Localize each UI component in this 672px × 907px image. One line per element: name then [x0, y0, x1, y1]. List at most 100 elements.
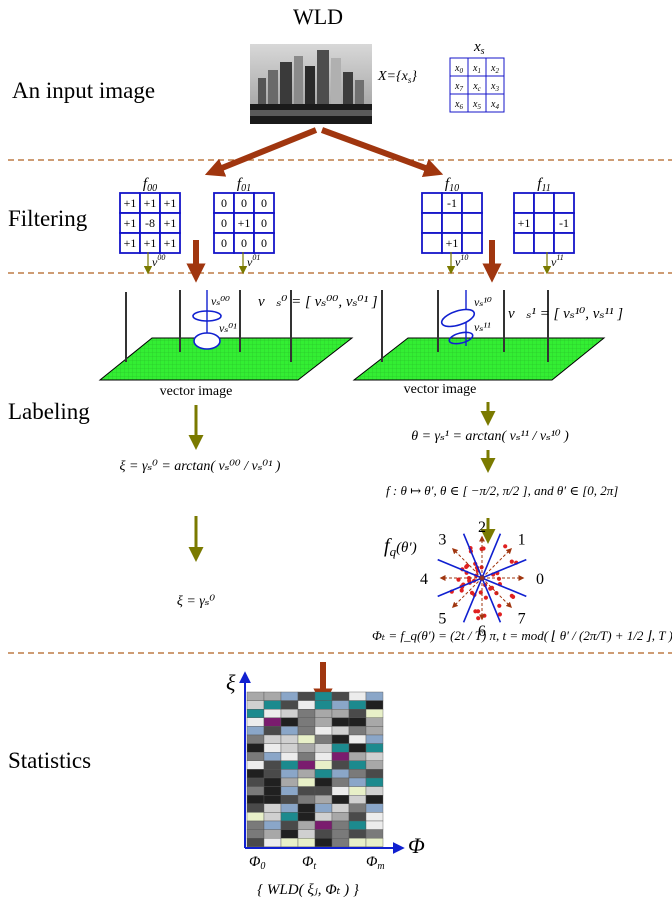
filter-cell-value-f01: 0 [221, 196, 227, 210]
histogram-cell [280, 812, 299, 822]
filter-cell-f01 [253, 232, 275, 254]
mapping-equation: f : θ ↦ θ′, θ ∈ [ −π/2, π/2 ], and θ′ ∈ … [386, 483, 618, 498]
xi-result: ξ = γₛ⁰ [177, 594, 216, 609]
histogram-cell [331, 717, 350, 727]
histogram-cell [348, 743, 367, 753]
histogram-cell [263, 812, 282, 822]
histogram-cell [280, 752, 299, 762]
vector-image-right [352, 290, 606, 381]
vector-eq-left: v⃗ₛ⁰ = [ vₛ⁰⁰, vₛ⁰¹ ] [258, 294, 378, 310]
histogram-cell [246, 803, 265, 813]
histogram-cell [348, 769, 367, 779]
histogram-cell [246, 734, 265, 744]
histogram-cell [263, 717, 282, 727]
filter-cell-f11 [533, 232, 555, 254]
histogram-cell [348, 803, 367, 813]
histogram-cell [314, 795, 333, 805]
wheel-sector-number: 0 [536, 571, 544, 588]
input-grid-cell-label: x7 [454, 81, 463, 93]
histogram-cell [280, 803, 299, 813]
histogram-cell [365, 803, 384, 813]
histogram-cell [297, 700, 316, 710]
filter-cell-value-f01: 0 [221, 216, 227, 230]
histogram-cell [348, 709, 367, 719]
histogram-cell [263, 726, 282, 736]
histogram-cell [280, 691, 299, 701]
histogram-cell [263, 803, 282, 813]
filter-cell-value-f01: 0 [261, 216, 267, 230]
filter-cell-f11 [533, 212, 555, 234]
input-grid-cell-label: x5 [472, 99, 481, 111]
phi-equation: Φₜ = f_q(θ′) = (2t / T) π, t = mod( ⌊ θ′… [372, 628, 672, 643]
histogram-cell [331, 691, 350, 701]
histogram-cell [297, 752, 316, 762]
wheel-dot [476, 609, 481, 614]
histogram-cell [246, 795, 265, 805]
histogram-cell [246, 838, 265, 848]
histogram-cell [348, 717, 367, 727]
histogram-cell [246, 760, 265, 770]
histogram-cell [280, 829, 299, 839]
histogram-cell [314, 691, 333, 701]
filter-cell-value-f10: -1 [447, 196, 457, 210]
wheel-sector-number: 2 [478, 519, 486, 536]
histogram-cell [297, 769, 316, 779]
histogram-cell [280, 820, 299, 830]
filter-title-f00: f00 [143, 176, 157, 194]
filter-cell-value-f01: 0 [221, 236, 227, 250]
histogram-cell [280, 786, 299, 796]
filter-cell-value-f00: +1 [164, 236, 177, 250]
wheel-sector-number: 4 [420, 571, 428, 588]
histogram-cell [348, 752, 367, 762]
wheel-dot [483, 595, 488, 600]
input-grid-cell [485, 93, 505, 113]
histogram-cell [263, 838, 282, 848]
filter-cell-f10 [461, 232, 483, 254]
histogram-cell [263, 777, 282, 787]
histogram-cell [297, 803, 316, 813]
histogram-cell [280, 726, 299, 736]
histogram-cell [348, 734, 367, 744]
wheel-dot [503, 544, 508, 549]
histogram-cell [280, 700, 299, 710]
filter-cell-f00 [159, 232, 181, 254]
filter-cell-value-f01: 0 [241, 196, 247, 210]
histogram-cell [314, 709, 333, 719]
histogram-cell [331, 709, 350, 719]
histogram-cell [297, 786, 316, 796]
filter-cell-value-f00: +1 [144, 196, 157, 210]
filter-title-f01: f01 [237, 176, 251, 194]
histogram-cell [297, 795, 316, 805]
filter-cell-value-f00: +1 [124, 196, 137, 210]
stage-label-filtering: Filtering [8, 206, 88, 231]
filter-cell-value-f01: +1 [238, 216, 251, 230]
input-grid-cell-label: x0 [454, 63, 463, 75]
histogram-cell [263, 769, 282, 779]
wld-histogram [246, 691, 384, 848]
wheel-direction-arrow [481, 577, 512, 608]
histogram-cell [365, 726, 384, 736]
histogram-cell [297, 734, 316, 744]
histogram-cell [297, 820, 316, 830]
histogram-cell [246, 812, 265, 822]
histogram-cell [331, 829, 350, 839]
x-tick-m: Φm [366, 854, 385, 872]
filter-cell-value-f01: 0 [261, 196, 267, 210]
histogram-cell [331, 820, 350, 830]
stage-label-statistics: Statistics [8, 748, 91, 773]
wheel-dot [459, 588, 464, 593]
filter-cell-value-f00: +1 [124, 236, 137, 250]
filter-cell-f10 [461, 192, 483, 214]
histogram-cell [348, 777, 367, 787]
histogram-cell [348, 838, 367, 848]
histogram-cell [365, 777, 384, 787]
histogram-cell [365, 760, 384, 770]
histogram-cell [246, 743, 265, 753]
histogram-cell [314, 820, 333, 830]
histogram-cell [365, 820, 384, 830]
histogram-cell [365, 700, 384, 710]
histogram-cell [246, 752, 265, 762]
histogram-cell [263, 820, 282, 830]
histogram-cell [348, 691, 367, 701]
